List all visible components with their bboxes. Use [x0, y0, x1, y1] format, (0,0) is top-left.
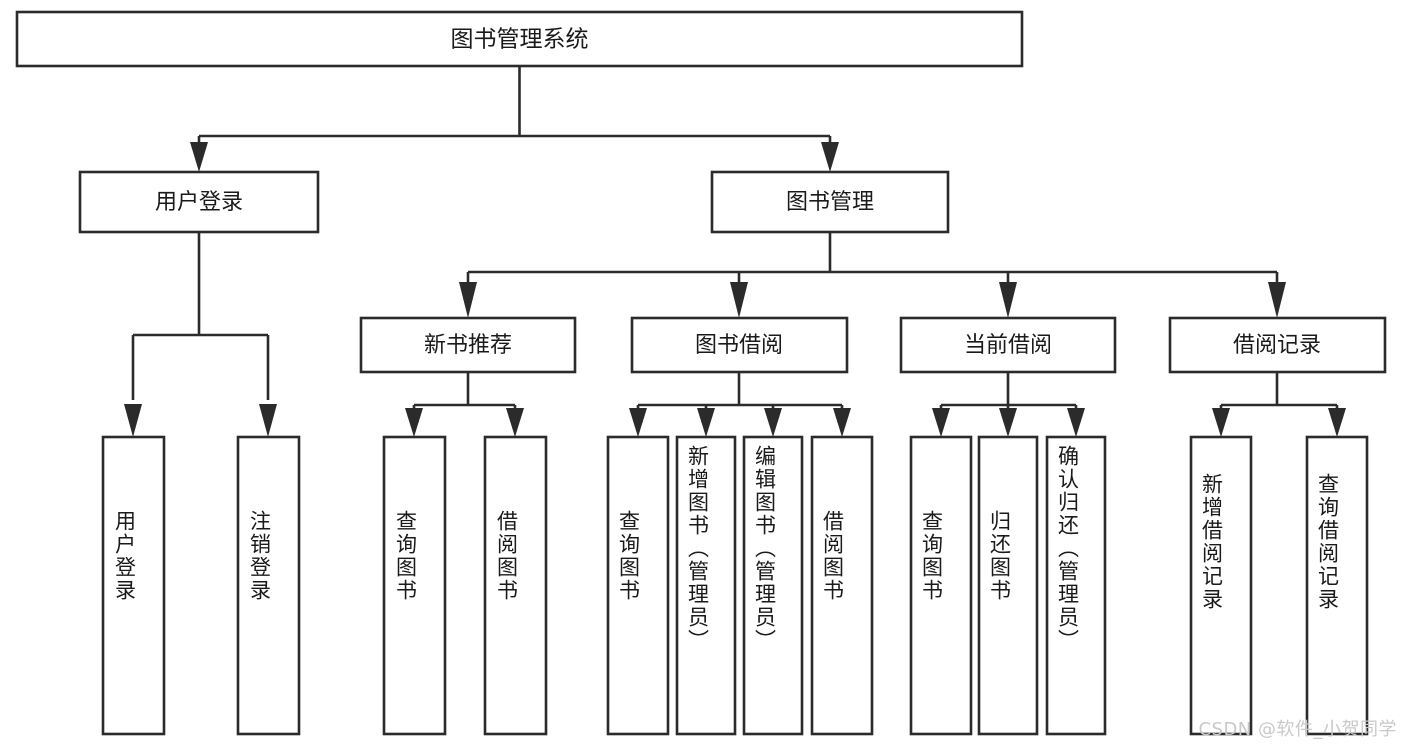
node-root[interactable]: 图书管理系统 [15, 10, 1024, 68]
arrow-head-icon [821, 142, 839, 172]
node-box-shape [359, 316, 577, 374]
node-box-shape [630, 316, 849, 374]
node-label-current-borrow: 当前借阅 [964, 333, 1052, 358]
node-leaf-user-login[interactable] [101, 435, 166, 736]
node-box-shape [236, 435, 301, 736]
node-borrow-record[interactable]: 借阅记录 [1168, 316, 1387, 374]
node-new-book-recommend[interactable]: 新书推荐 [359, 316, 577, 374]
arrow-head-icon [459, 282, 477, 318]
arrow-head-icon [405, 408, 423, 437]
arrow-head-icon [932, 408, 950, 437]
node-box-shape [810, 435, 874, 736]
node-label-book-borrow: 图书借阅 [695, 333, 783, 358]
node-label-book-management: 图书管理 [786, 190, 874, 215]
node-box-shape [483, 435, 548, 736]
node-leaf-query-record[interactable] [1305, 435, 1369, 736]
connector-userlogin-to-leaves [124, 232, 277, 437]
arrow-head-icon [259, 404, 277, 437]
node-box-shape [101, 435, 166, 736]
arrow-head-icon [1268, 282, 1286, 318]
node-box-shape [1305, 435, 1369, 736]
node-label-borrow-record: 借阅记录 [1233, 333, 1321, 358]
node-leaf-confirm-return[interactable] [1045, 435, 1107, 736]
connector-bookmgmt-to-level3 [459, 232, 1286, 318]
node-box-shape [675, 435, 737, 736]
connector-currentborrow-to-leaves [932, 372, 1085, 437]
node-leaf-borrow-book-1[interactable] [483, 435, 548, 736]
connector-newbook-to-leaves [405, 372, 524, 437]
node-leaf-edit-book[interactable] [742, 435, 804, 736]
node-leaf-borrow-book-2[interactable] [810, 435, 874, 736]
node-box-shape [606, 435, 670, 736]
node-box-shape [15, 10, 1024, 68]
arrow-head-icon [697, 408, 715, 437]
node-user-login[interactable]: 用户登录 [78, 170, 320, 234]
node-box-shape [1045, 435, 1107, 736]
node-leaf-query-book-3[interactable] [909, 435, 973, 736]
node-leaf-return-book[interactable] [977, 435, 1039, 736]
node-current-borrow[interactable]: 当前借阅 [899, 316, 1117, 374]
node-box-shape [1168, 316, 1387, 374]
arrow-head-icon [1328, 408, 1346, 437]
node-box-shape [742, 435, 804, 736]
node-box-shape [909, 435, 973, 736]
connector-borrowrecord-to-leaves [1212, 372, 1346, 437]
arrow-head-icon [124, 404, 142, 437]
node-box-shape [977, 435, 1039, 736]
arrow-head-icon [190, 142, 208, 172]
node-leaf-user-logout[interactable] [236, 435, 301, 736]
node-label-new-book-recommend: 新书推荐 [424, 333, 512, 358]
arrow-head-icon [833, 408, 851, 437]
watermark-text: CSDN @软件_小贺同学 [1198, 719, 1397, 740]
node-box-shape [382, 435, 447, 736]
node-leaf-query-book-1[interactable] [382, 435, 447, 736]
node-leaf-query-book-2[interactable] [606, 435, 670, 736]
arrow-head-icon [764, 408, 782, 437]
node-leaf-add-record[interactable] [1189, 435, 1253, 736]
node-label-user-login: 用户登录 [155, 190, 243, 215]
connector-bookborrow-to-leaves [629, 372, 851, 437]
node-box-shape [1189, 435, 1253, 736]
arrow-head-icon [730, 282, 748, 318]
arrow-head-icon [1212, 408, 1230, 437]
node-box-shape [710, 170, 950, 234]
node-box-shape [899, 316, 1117, 374]
node-label-root: 图书管理系统 [451, 27, 589, 53]
arrow-head-icon [999, 282, 1017, 318]
connector-root-to-level2 [190, 66, 839, 172]
arrow-head-icon [1067, 408, 1085, 437]
arrow-head-icon [999, 408, 1017, 437]
node-book-management[interactable]: 图书管理 [710, 170, 950, 234]
node-leaf-add-book[interactable] [675, 435, 737, 736]
node-box-shape [78, 170, 320, 234]
node-book-borrow[interactable]: 图书借阅 [630, 316, 849, 374]
arrow-head-icon [506, 408, 524, 437]
arrow-head-icon [629, 408, 647, 437]
